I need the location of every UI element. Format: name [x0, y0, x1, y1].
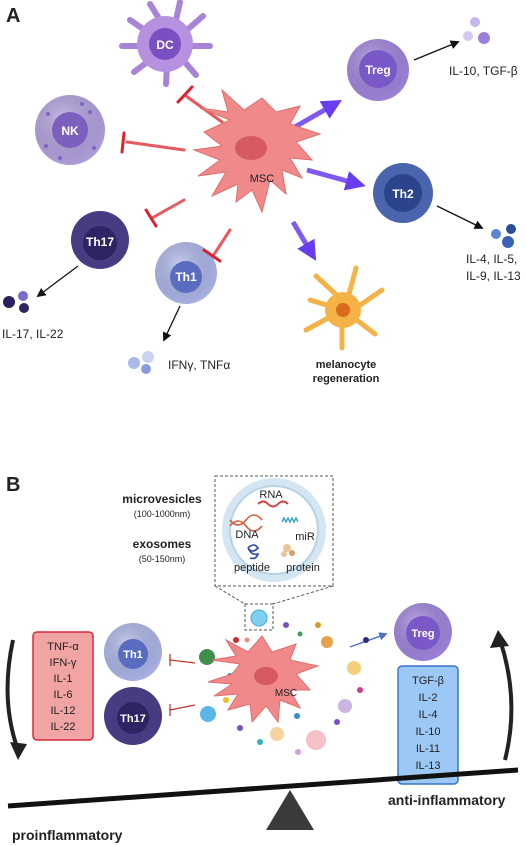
proinflammatory-label: proinflammatory	[12, 827, 123, 843]
nk-cell: NK	[35, 95, 105, 165]
treg-cell: Treg	[347, 39, 409, 101]
pro-cytokine: IFN-γ	[50, 657, 77, 669]
proinflammatory-cytokine-box	[32, 631, 94, 741]
treg-cell-b: Treg	[394, 603, 452, 661]
th1-cytokine-dots	[128, 351, 154, 374]
dna-helix-icon	[229, 514, 263, 532]
pro-cytokine: TNF-α	[47, 641, 79, 653]
anti-cytokine: IL-13	[415, 760, 440, 772]
th1-cell-b: Th1	[104, 623, 162, 681]
rna-strand-icon	[257, 500, 289, 508]
anti-cytokine: IL-10	[415, 726, 440, 738]
zoom-source-box	[244, 603, 274, 631]
exosome-vesicle	[222, 478, 326, 582]
exosomes-size: (50-150nm)	[139, 554, 186, 564]
th2-cytokines-line1: IL-4, IL-5,	[466, 252, 517, 266]
promotion-arrows-a	[290, 100, 366, 261]
th1-cell: Th1	[155, 242, 217, 304]
dc-label: DC	[156, 38, 174, 52]
msc-cell-b: MSC	[207, 635, 320, 724]
melanocyte-label-line2: regeneration	[313, 373, 380, 385]
protein-icon	[281, 544, 295, 557]
seesaw-fulcrum	[266, 790, 314, 830]
cargo-rna: RNA	[259, 489, 283, 501]
melanocyte-label-line1: melanocyte	[316, 359, 377, 371]
seesaw-beam	[7, 767, 519, 809]
msc-cell-a: MSC	[192, 88, 322, 214]
melanocyte-cell	[303, 265, 385, 351]
th17-cell: Th17	[71, 211, 129, 269]
cargo-peptide: peptide	[234, 562, 270, 574]
th2-cell: Th2	[373, 163, 433, 223]
microvesicles-size: (100-1000nm)	[134, 509, 191, 519]
th2-label: Th2	[392, 187, 414, 201]
th17-cytokine-dots	[3, 291, 29, 313]
proinflammatory-arrowhead	[10, 742, 27, 760]
microvesicles-label: microvesicles	[122, 492, 202, 506]
treg-cytokine-dots	[463, 17, 490, 44]
proinflammatory-down-arrow	[5, 639, 20, 751]
panel-a-label: A	[6, 5, 20, 27]
th17-cell-b: Th17	[104, 687, 162, 745]
pro-cytokine: IL-12	[50, 705, 75, 717]
anti-inflammatory-arrowhead	[490, 630, 509, 648]
anti-cytokine: TGF-β	[412, 675, 444, 687]
zoom-line-right	[272, 585, 334, 605]
th2-cytokines-line2: IL-9, IL-13	[466, 269, 521, 283]
msc-label-b: MSC	[275, 688, 297, 699]
cargo-protein: protein	[286, 562, 320, 574]
th1-label: Th1	[175, 270, 197, 284]
treg-secretion-arrow	[413, 40, 460, 61]
anti-cytokine: IL-4	[419, 709, 438, 721]
treg-label: Treg	[365, 63, 390, 77]
cargo-dna: DNA	[235, 529, 259, 541]
cargo-mir: miR	[295, 531, 315, 543]
pro-cytokine: IL-22	[50, 721, 75, 733]
th17-cytokines: IL-17, IL-22	[2, 327, 64, 341]
secreted-vesicles	[199, 622, 369, 755]
treg-label-b: Treg	[411, 628, 434, 640]
anti-inflammatory-up-arrow	[498, 639, 514, 761]
pro-cytokine: IL-6	[54, 689, 73, 701]
anti-cytokine: IL-2	[419, 692, 438, 704]
treg-cytokines: IL-10, TGF-β	[449, 64, 518, 78]
th17-secretion-arrow	[36, 265, 79, 298]
zoom-line-left	[214, 585, 246, 605]
th1-secretion-arrow	[162, 305, 181, 342]
pro-cytokine: IL-1	[54, 673, 73, 685]
inhibition-arrows-b	[169, 654, 196, 716]
th17-label-b: Th17	[120, 713, 146, 725]
zoom-inset-box	[214, 475, 334, 587]
dc-cell: DC	[119, 0, 213, 87]
peptide-icon	[247, 544, 260, 560]
mir-icon	[281, 516, 299, 524]
anti-cytokine: IL-11	[416, 743, 440, 755]
th17-label: Th17	[86, 235, 114, 249]
anti-inflammatory-label: anti-inflammatory	[388, 792, 506, 808]
th2-secretion-arrow	[436, 205, 484, 229]
th1-label-b: Th1	[123, 649, 143, 661]
anti-inflammatory-cytokine-box	[397, 665, 459, 785]
panel-b-label: B	[6, 474, 20, 496]
exosomes-label: exosomes	[133, 537, 192, 551]
th2-cytokine-dots	[491, 224, 516, 248]
source-vesicle	[250, 609, 268, 627]
nk-label: NK	[61, 124, 79, 138]
th1-cytokines: IFNγ, TNFα	[168, 358, 230, 372]
msc-label-a: MSC	[250, 173, 275, 185]
